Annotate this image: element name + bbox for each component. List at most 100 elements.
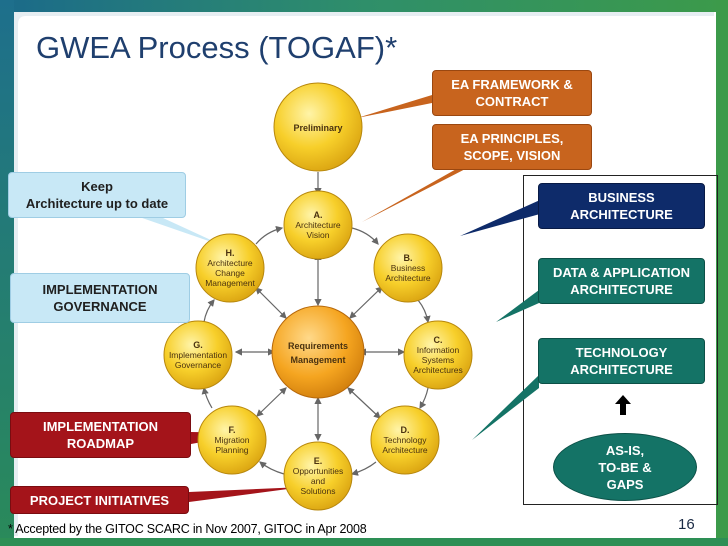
node-phase-e-letter: E. [314,456,323,466]
callout-impl-gov-line2: GOVERNANCE [53,299,147,314]
callout-ea-framework: EA FRAMEWORK & CONTRACT [432,70,592,116]
arrow-f-g [201,386,213,409]
arrow-h-a [255,225,284,245]
node-phase-c-circle [403,320,473,390]
arrow-c-d [419,387,429,410]
arrow-center-f [256,387,287,417]
preliminary-label: Preliminary [293,123,342,133]
node-phase-b-circle [373,233,443,303]
node-phase-c-line1: Information [417,345,460,355]
callout-impl-roadmap-line2: ROADMAP [66,436,135,451]
callout-technology-arch: TECHNOLOGY ARCHITECTURE [538,338,705,384]
node-phase-a-circle [283,190,353,260]
node-phase-e-circle [283,441,353,511]
oval-asis-tobe-gaps: AS-IS,TO-BE &GAPS [553,433,697,501]
center-label-line1: Requirements [288,341,348,351]
node-phase-d-circle [370,405,440,475]
callout-ea-principles: EA PRINCIPLES, SCOPE, VISION [432,124,592,170]
callout-technology-line1: TECHNOLOGY [575,345,668,360]
asis-line2: TO-BE & [598,459,652,475]
arrow-center-h [255,287,287,319]
node-phase-d-line2: Architecture [382,445,428,455]
arrow-b-c [417,299,431,324]
pointer-keep-up-to-date [125,212,226,247]
node-phase-f-letter: F. [228,425,235,435]
node-phase-h-circle [195,233,265,303]
pointer-business-arch [460,200,540,236]
node-phase-a-line1: Architecture [295,220,341,230]
callout-ea-principles-line1: EA PRINCIPLES, [460,131,564,146]
callout-project-initiatives-line1: PROJECT INITIATIVES [29,492,170,508]
asis-line3: GAPS [606,476,644,492]
arrow-center-b [349,286,383,319]
callout-data-app-line2: ARCHITECTURE [570,282,673,297]
asis-line1: AS-IS, [605,442,645,458]
node-phase-e-line3: Solutions [301,486,336,496]
node-phase-f-line1: Migration [215,435,250,445]
callout-impl-roadmap: IMPLEMENTATION ROADMAP [10,412,191,458]
arrow-a-b [351,227,379,245]
node-phase-c-line2: Systems [422,355,455,365]
callout-impl-roadmap-line1: IMPLEMENTATION [42,419,159,434]
node-phase-c-line3: Architectures [413,365,463,375]
node-requirements-management: Requirements Management [271,305,365,399]
callout-keep-line1: Keep [81,179,113,194]
node-phase-c-letter: C. [434,335,443,345]
node-phase-e-line1: Opportunities [293,466,344,476]
node-phase-h-line3: Management [205,278,255,288]
callout-business-line2: ARCHITECTURE [570,207,673,222]
pointer-data-app-arch [496,290,539,322]
node-phase-b-line1: Business [391,263,426,273]
slide-title: GWEA Process (TOGAF)* [36,30,398,65]
callout-technology-line2: ARCHITECTURE [570,362,673,377]
node-phase-h-letter: H. [226,248,235,258]
slide-number: 16 [678,516,695,533]
callout-data-app-arch: DATA & APPLICATION ARCHITECTURE [538,258,705,304]
arrow-g-h [203,299,215,323]
node-phase-d-line1: Technology [383,435,427,445]
node-phase-g-line1: Implementation [169,350,227,360]
node-phase-g-circle [163,320,233,390]
pointer-ea-framework [357,95,432,118]
node-phase-a-line2: Vision [307,230,330,240]
pointer-technology-arch [472,375,539,440]
callout-ea-principles-line2: SCOPE, VISION [463,148,561,163]
callout-business-line1: BUSINESS [588,190,655,205]
node-phase-g-line2: Governance [175,360,222,370]
callout-business-arch: BUSINESS ARCHITECTURE [538,183,705,229]
node-phase-b-line2: Architecture [385,273,431,283]
center-label-line2: Management [290,355,345,365]
node-phase-g-letter: G. [193,340,203,350]
node-phase-e-line2: and [311,476,325,486]
callout-keep-line2: Architecture up to date [25,196,169,211]
arrow-d-e [350,461,377,476]
node-phase-h-line2: Change [215,268,245,278]
callout-project-initiatives: PROJECT INITIATIVES [10,486,189,514]
up-arrow-icon [615,395,631,415]
arrow-e-f [259,461,285,475]
pointer-ea-principles [362,163,477,222]
node-phase-b-letter: B. [404,253,413,263]
callout-ea-framework-line2: CONTRACT [475,94,549,109]
callout-impl-governance: IMPLEMENTATION GOVERNANCE [10,273,190,323]
callout-ea-framework-line1: EA FRAMEWORK & [451,77,573,92]
node-phase-h-line1: Architecture [207,258,253,268]
node-phase-f-circle [197,405,267,475]
footnote: * Accepted by the GITOC SCARC in Nov 200… [8,522,367,536]
node-preliminary: Preliminary [273,82,363,172]
callout-data-app-line1: DATA & APPLICATION [553,265,690,280]
node-phase-f-line2: Planning [215,445,248,455]
callout-impl-gov-line1: IMPLEMENTATION [42,282,158,297]
architecture-panel [523,175,718,505]
pointer-project-initiatives [189,487,303,502]
